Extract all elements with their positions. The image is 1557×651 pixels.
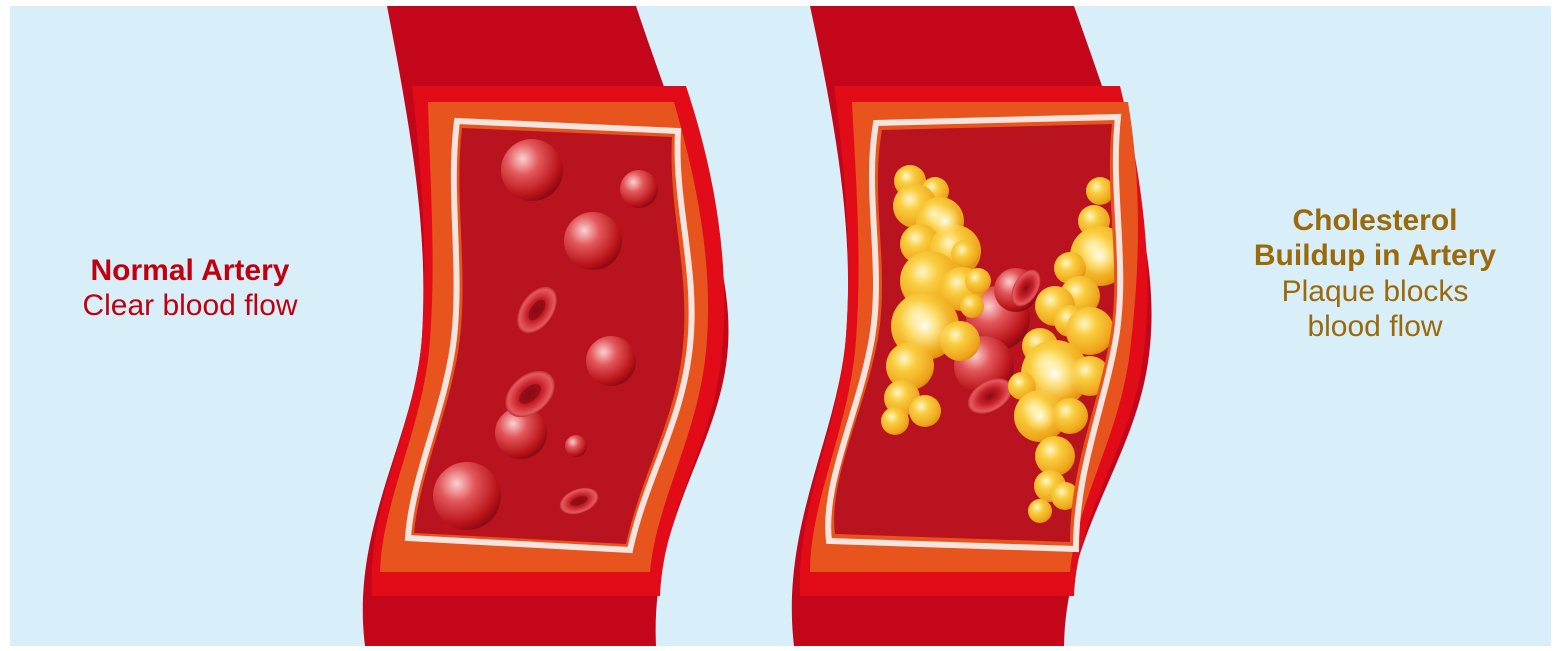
red-blood-cell <box>564 212 622 270</box>
blocked-artery-caption: Cholesterol Buildup in Artery Plaque blo… <box>1200 203 1550 345</box>
blocked-artery-subtitle-line1: Plaque blocks <box>1200 274 1550 309</box>
red-blood-cell <box>565 435 587 457</box>
blocked-artery-subtitle-line2: blood flow <box>1200 309 1550 344</box>
blocked-artery <box>792 6 1152 646</box>
blocked-artery-title-line2: Buildup in Artery <box>1200 238 1550 273</box>
red-blood-cell <box>433 462 501 530</box>
red-blood-cell <box>620 170 658 208</box>
red-blood-cell <box>501 139 563 201</box>
normal-artery-title: Normal Artery <box>40 253 340 288</box>
blocked-artery-title-line1: Cholesterol <box>1200 203 1550 238</box>
normal-artery <box>363 6 729 646</box>
normal-artery-caption: Normal Artery Clear blood flow <box>40 253 340 324</box>
illustration-canvas: Normal Artery Clear blood flow Cholester… <box>10 6 1551 646</box>
red-blood-cell <box>586 336 636 386</box>
normal-artery-subtitle: Clear blood flow <box>40 288 340 323</box>
